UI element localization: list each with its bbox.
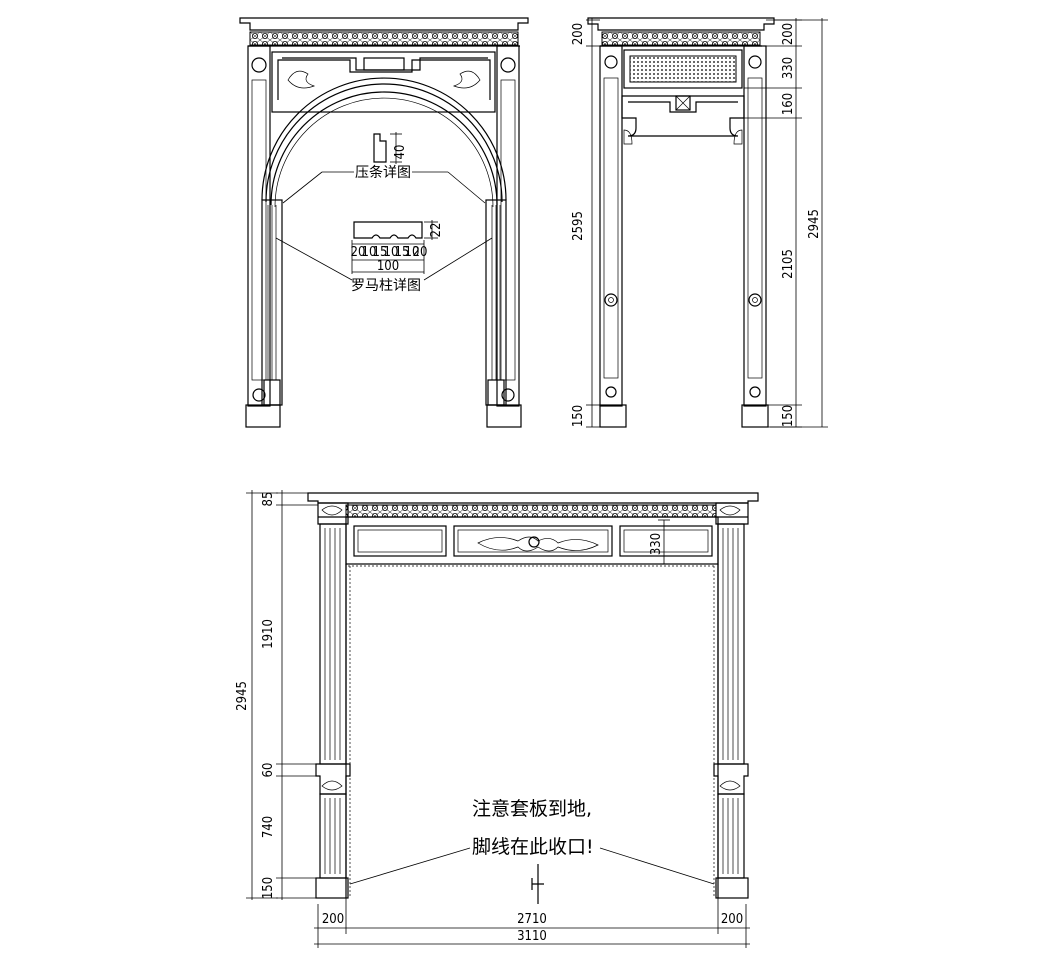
main-note-line2: 脚线在此收口! — [472, 836, 594, 858]
main-frieze — [345, 504, 717, 518]
capital-ornament-icon — [321, 505, 343, 516]
lattice-panel — [629, 55, 737, 83]
side-right-dim: 160 — [781, 93, 796, 115]
main-elevation-view: 330 85 1910 60 740 150 2945 200 2710 200… — [235, 490, 759, 948]
main-inner-dim: 330 — [649, 533, 664, 555]
column-detail-label: 罗马柱详图 — [351, 278, 421, 294]
rosette-icon — [604, 55, 618, 69]
arch-frieze — [249, 31, 519, 46]
main-note-line1: 注意套板到地, — [472, 798, 592, 820]
side-left-dim: 150 — [571, 405, 586, 427]
arch-front-view: 40 压条详图 22 20 10 15 10 15 10 20 100 罗马柱详… — [239, 17, 529, 428]
bracket-icon — [733, 129, 743, 145]
column-part-dim: 15 — [373, 245, 388, 260]
rosette-icon — [748, 55, 762, 69]
rosette-icon — [500, 57, 516, 73]
column-part-dims: 20 10 15 10 15 10 20 — [351, 245, 428, 260]
main-left-dim: 740 — [261, 816, 276, 838]
main-bottom-dim: 200 — [721, 912, 743, 927]
arch-cornice — [239, 17, 529, 31]
column-part-dim: 10 — [384, 245, 399, 260]
column-profile — [353, 221, 423, 239]
capital-ornament-icon — [719, 780, 741, 791]
main-bottom-dim: 2710 — [517, 912, 547, 927]
center-ornament-icon — [477, 536, 599, 552]
column-part-dim: 20 — [351, 245, 366, 260]
rosette-icon — [604, 293, 618, 307]
rosette-icon — [251, 57, 267, 73]
rosette-icon — [501, 388, 515, 402]
side-left-dim: 200 — [571, 23, 586, 45]
column-width-dim: 100 — [377, 259, 399, 274]
capital-ornament-icon — [321, 780, 343, 791]
side-total-dim: 2945 — [807, 209, 822, 239]
main-total-height-dim: 2945 — [235, 681, 250, 711]
side-right-dim: 2105 — [781, 249, 796, 279]
bracket-icon — [623, 129, 633, 145]
column-part-dim: 15 — [395, 245, 410, 260]
rosette-icon — [749, 386, 761, 398]
side-right-dim: 150 — [781, 405, 796, 427]
column-part-dim: 20 — [413, 245, 428, 260]
main-left-dim: 60 — [261, 763, 276, 778]
main-bottom-dim: 200 — [322, 912, 344, 927]
main-left-dim: 150 — [261, 877, 276, 899]
column-part-dim: 10 — [362, 245, 377, 260]
side-left-dim: 2595 — [571, 211, 586, 241]
capital-ornament-icon — [719, 505, 741, 516]
main-left-dim: 85 — [261, 492, 276, 507]
main-left-dim: 1910 — [261, 619, 276, 649]
trim-height-dim: 40 — [393, 145, 408, 160]
side-right-dim: 200 — [781, 23, 796, 45]
side-elevation-view: 200 2595 150 200 330 160 2105 150 2945 — [571, 17, 828, 428]
main-cornice — [307, 492, 759, 504]
rosette-icon — [605, 386, 617, 398]
column-part-dim: 10 — [405, 245, 420, 260]
scroll-ornament-icon — [287, 70, 316, 89]
trim-profile — [373, 133, 387, 163]
center-mark-icon — [531, 864, 544, 904]
rosette-icon — [748, 293, 762, 307]
rosette-icon — [252, 388, 266, 402]
trim-detail-label: 压条详图 — [355, 164, 411, 181]
scroll-ornament-icon — [452, 70, 481, 89]
column-depth-dim: 22 — [429, 223, 444, 238]
side-right-dim: 330 — [781, 57, 796, 79]
side-cornice — [587, 17, 775, 31]
main-total-width-dim: 3110 — [517, 929, 547, 944]
